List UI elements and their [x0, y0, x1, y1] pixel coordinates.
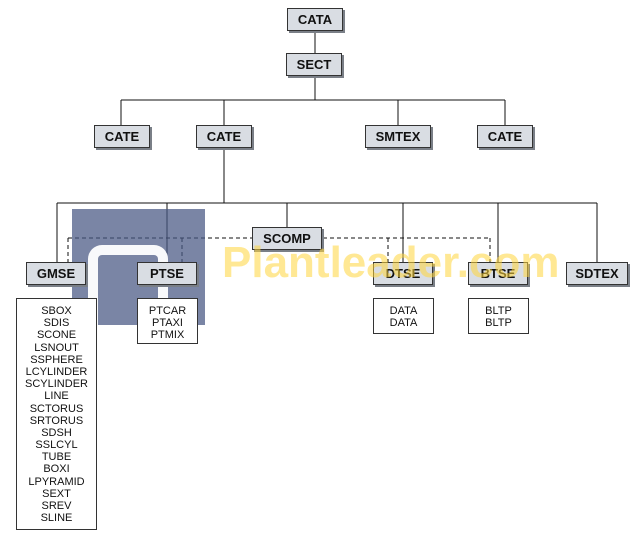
list-item: BLTP [485, 317, 512, 330]
list-item: SREV [41, 500, 72, 512]
list-item: SDSH [41, 426, 72, 439]
list-item: SSPHERE [30, 353, 83, 366]
list-item: TUBE [41, 451, 72, 464]
node-sdtex: SDTEX [566, 262, 628, 285]
node-cata: CATA [287, 8, 343, 31]
node-smtex: SMTEX [365, 125, 431, 148]
list-item: BLTP [485, 305, 512, 317]
list-item: SLINE [40, 512, 73, 525]
list-item: DATA [389, 305, 418, 317]
node-cate-2: CATE [196, 125, 252, 148]
list-item: LPYRAMID [28, 475, 85, 488]
list-item: LINE [44, 390, 69, 403]
list-item: DATA [389, 317, 418, 330]
node-dtse: DTSE [373, 262, 433, 285]
node-ptse: PTSE [137, 262, 197, 285]
node-cate-3: CATE [477, 125, 533, 148]
list-item: SDIS [43, 317, 70, 330]
list-item: SEXT [42, 487, 71, 500]
list-item: SBOX [41, 305, 72, 317]
list-item: PTMIX [150, 329, 185, 342]
node-cate-1: CATE [94, 125, 150, 148]
list-item: LCYLINDER [25, 365, 88, 378]
list-item: LSNOUT [34, 341, 79, 354]
node-gmse: GMSE [26, 262, 86, 285]
list-item: SCONE [36, 329, 77, 342]
node-scomp: SCOMP [252, 227, 322, 250]
list-item: PTCAR [148, 305, 187, 317]
node-btse: BTSE [468, 262, 528, 285]
list-item: SCTORUS [29, 402, 84, 415]
list-item: SSLCYL [35, 439, 78, 452]
node-sect: SECT [286, 53, 342, 76]
list-item: PTAXI [152, 317, 183, 330]
list-item: BOXI [43, 463, 70, 476]
list-item: SRTORUS [29, 414, 84, 427]
list-item: SCYLINDER [25, 378, 88, 391]
